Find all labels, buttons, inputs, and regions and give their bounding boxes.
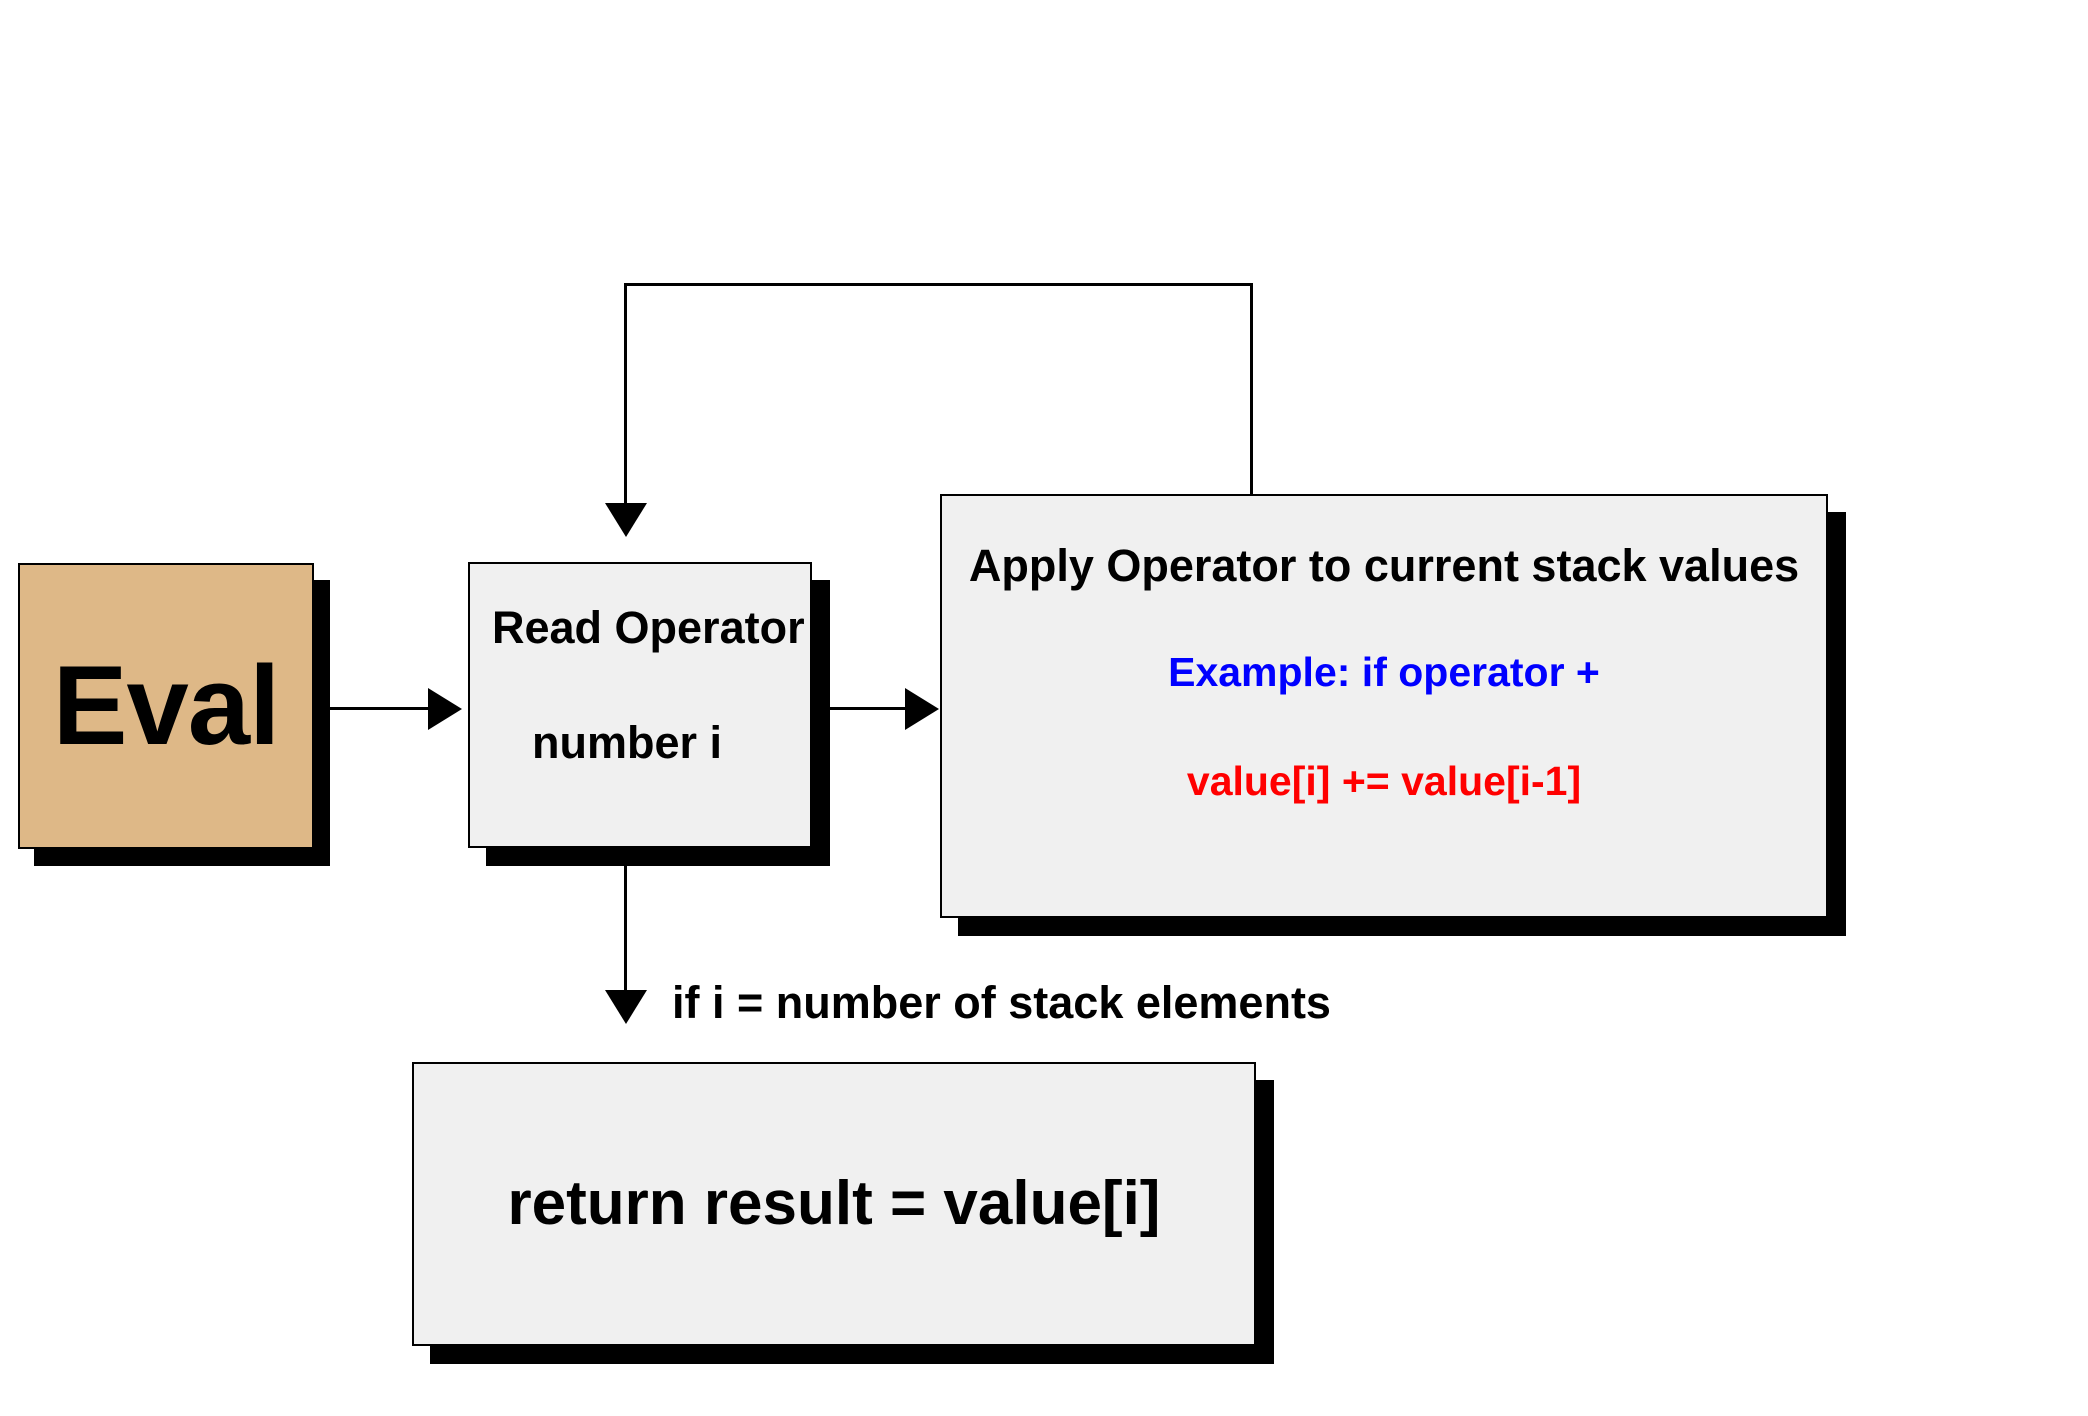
read-to-return-edge — [624, 862, 627, 992]
loop-edge-arrowhead-icon — [605, 503, 647, 537]
loop-edge-top-segment — [624, 283, 1253, 286]
node-return-result[interactable]: return result = value[i] — [412, 1062, 1256, 1346]
node-read-operator[interactable]: Read Operator number i — [468, 562, 812, 848]
node-eval[interactable]: Eval — [18, 563, 314, 849]
read-to-apply-arrowhead-icon — [905, 688, 939, 730]
loop-edge-right-segment — [1250, 283, 1253, 495]
node-apply-operator[interactable]: Apply Operator to current stack values E… — [940, 494, 1828, 918]
eval-to-read-arrowhead-icon — [428, 688, 462, 730]
node-apply-operator-expression: value[i] += value[i-1] — [1186, 758, 1582, 805]
node-apply-operator-title: Apply Operator to current stack values — [968, 540, 1800, 591]
read-to-apply-edge — [822, 707, 908, 710]
node-read-operator-line-1: Read Operator — [492, 602, 805, 653]
loop-edge-left-segment — [624, 283, 627, 505]
edge-condition-label: if i = number of stack elements — [672, 977, 1331, 1028]
read-to-return-arrowhead-icon — [605, 990, 647, 1024]
eval-to-read-edge — [321, 707, 433, 710]
node-eval-label: Eval — [52, 643, 280, 769]
node-return-result-label: return result = value[i] — [507, 1169, 1161, 1239]
node-read-operator-line-2: number i — [532, 717, 723, 769]
node-apply-operator-example: Example: if operator + — [1168, 649, 1600, 696]
